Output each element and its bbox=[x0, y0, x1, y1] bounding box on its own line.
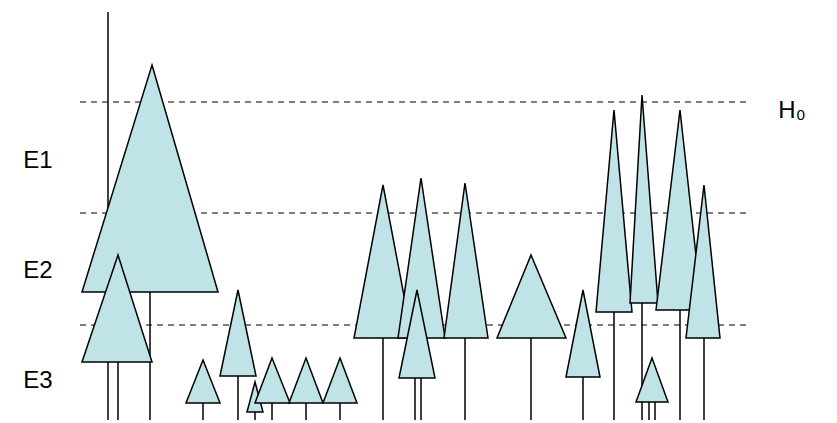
layer-label: E1 bbox=[23, 148, 52, 172]
height-label: H₀ bbox=[778, 98, 805, 122]
layer-label: E3 bbox=[23, 368, 52, 392]
layer-label: E2 bbox=[23, 258, 52, 282]
trees bbox=[80, 12, 750, 420]
